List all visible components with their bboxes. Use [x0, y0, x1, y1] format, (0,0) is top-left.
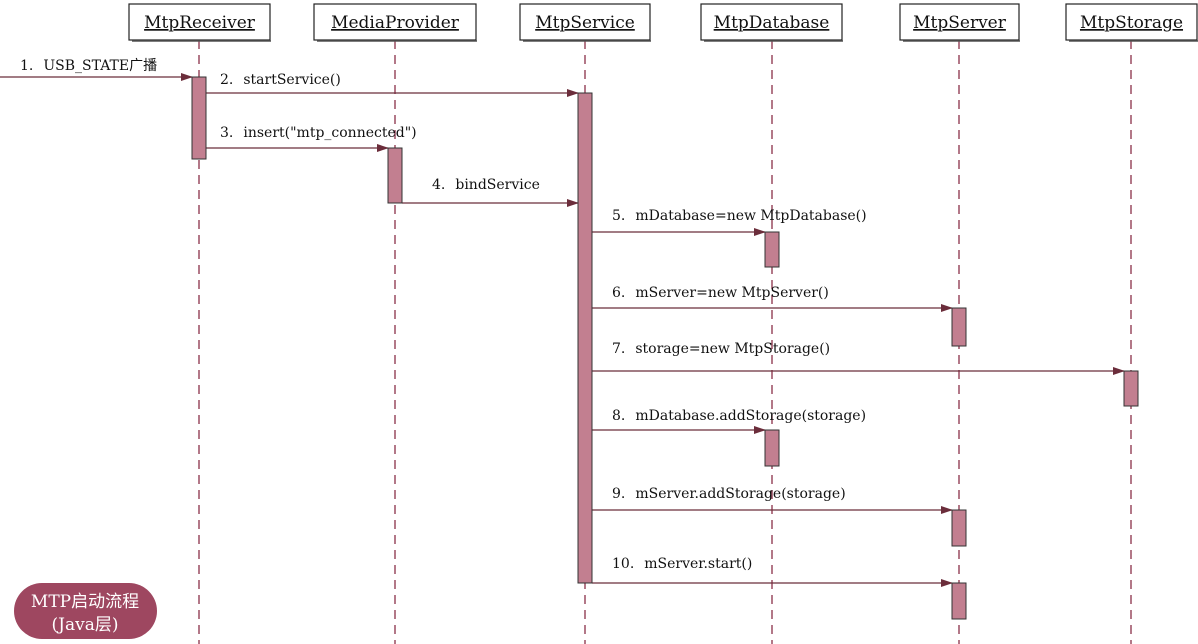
message-number: 3.	[220, 125, 233, 141]
participant-storage: MtpStorage	[1065, 3, 1198, 42]
message-text: mServer.addStorage(storage)	[635, 486, 845, 502]
legend-title: MTP启动流程	[31, 592, 139, 612]
message-text: startService()	[243, 72, 340, 88]
participant-name: MtpDatabase	[714, 13, 830, 33]
activation-server	[951, 307, 967, 347]
participant-provider: MediaProvider	[313, 3, 477, 42]
participant-name: MtpStorage	[1080, 13, 1183, 33]
message-label-9: 9. mServer.addStorage(storage)	[612, 486, 846, 502]
message-label-2: 2. startService()	[220, 72, 341, 88]
message-text: mServer=new MtpServer()	[635, 285, 829, 301]
participant-server: MtpServer	[899, 3, 1020, 42]
message-label-8: 8. mDatabase.addStorage(storage)	[612, 408, 866, 424]
activation-storage	[1123, 370, 1139, 407]
message-label-10: 10. mServer.start()	[612, 556, 752, 572]
activation-service	[577, 92, 593, 584]
message-number: 5.	[612, 208, 625, 224]
participant-name: MtpServer	[913, 13, 1007, 33]
message-number: 6.	[612, 285, 625, 301]
legend-background	[14, 583, 157, 639]
participant-database: MtpDatabase	[700, 3, 843, 42]
activation-server	[951, 509, 967, 547]
participant-name: MtpService	[535, 13, 635, 33]
message-text: mDatabase=new MtpDatabase()	[635, 208, 866, 224]
activation-receiver	[191, 76, 207, 160]
message-number: 9.	[612, 486, 625, 502]
message-label-5: 5. mDatabase=new MtpDatabase()	[612, 208, 867, 224]
activation-provider	[387, 147, 403, 204]
participant-box	[128, 3, 271, 41]
message-text: mDatabase.addStorage(storage)	[635, 408, 866, 424]
message-text: storage=new MtpStorage()	[635, 341, 830, 357]
message-number: 7.	[612, 341, 625, 357]
message-label-6: 6. mServer=new MtpServer()	[612, 285, 829, 301]
message-label-3: 3. insert("mtp_connected")	[220, 125, 417, 141]
participant-box	[700, 3, 843, 41]
message-text: bindService	[455, 177, 540, 193]
message-text: mServer.start()	[644, 556, 752, 572]
activation-server	[951, 582, 967, 620]
message-text: USB_STATE广播	[43, 58, 157, 74]
activation-database	[764, 231, 780, 268]
message-number: 10.	[612, 556, 634, 572]
participant-box	[899, 3, 1020, 41]
legend-badge: MTP启动流程 (Java层)	[14, 583, 157, 639]
participant-receiver: MtpReceiver	[128, 3, 271, 42]
participant-box	[519, 3, 651, 41]
message-number: 1.	[20, 58, 33, 74]
message-number: 8.	[612, 408, 625, 424]
participant-name: MediaProvider	[331, 13, 460, 33]
participant-name: MtpReceiver	[144, 13, 256, 33]
message-label-7: 7. storage=new MtpStorage()	[612, 341, 830, 357]
message-label-4: 4. bindService	[432, 177, 540, 193]
participant-service: MtpService	[519, 3, 651, 42]
message-number: 2.	[220, 72, 233, 88]
message-text: insert("mtp_connected")	[243, 125, 416, 141]
participant-box	[313, 3, 477, 41]
participant-box	[1065, 3, 1198, 41]
legend-subtitle: (Java层)	[52, 615, 119, 635]
message-label-1: 1. USB_STATE广播	[20, 58, 157, 74]
activation-database	[764, 429, 780, 467]
message-number: 4.	[432, 177, 445, 193]
